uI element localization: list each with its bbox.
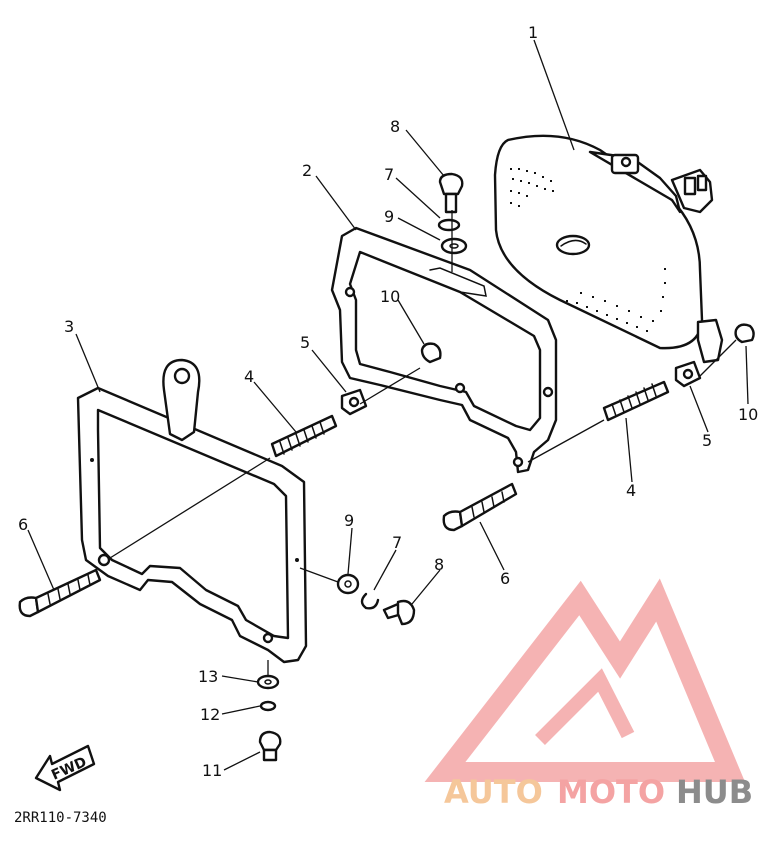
- callout-3: 3: [64, 317, 74, 336]
- spring-washer-lower: [360, 592, 380, 610]
- callout-12: 12: [200, 705, 220, 724]
- watermark-hub: HUB: [676, 773, 753, 811]
- callout-9-lower: 9: [344, 511, 354, 530]
- callout-4-left: 4: [244, 367, 254, 386]
- callout-7-lower: 7: [392, 533, 402, 552]
- flat-washer-lower: [336, 573, 360, 595]
- adjusting-spring-right: [602, 380, 670, 422]
- diagram-code: 2RR110-7340: [14, 810, 107, 826]
- spring-washer-top: [437, 218, 461, 232]
- callout-7-top: 7: [384, 165, 394, 184]
- callout-13: 13: [198, 667, 218, 686]
- adjusting-screw-right: [442, 482, 518, 532]
- forward-arrow: FWD: [34, 744, 96, 792]
- flat-washer-top: [440, 237, 468, 255]
- nut-left: [340, 388, 368, 416]
- lens-texture: [510, 168, 666, 332]
- callout-4-right: 4: [626, 481, 636, 500]
- screw-top: [438, 172, 464, 214]
- flat-washer-bottom: [256, 674, 280, 690]
- watermark-auto: AUTO: [444, 773, 543, 811]
- callout-8-top: 8: [390, 117, 400, 136]
- screw-bottom: [258, 730, 282, 762]
- callout-5-left: 5: [300, 333, 310, 352]
- callout-6-right: 6: [500, 569, 510, 588]
- grommet-right: [734, 323, 755, 344]
- callout-5-right: 5: [702, 431, 712, 450]
- callout-numbers: 1 2 3 4 4 5 5 6 6 7 7 8 8 9 9 10 10 11 1…: [18, 23, 758, 780]
- headlight-unit: [493, 134, 724, 364]
- spring-washer-bottom: [259, 700, 277, 712]
- headlight-frame: [76, 358, 308, 664]
- screw-lower: [382, 599, 416, 626]
- callout-1: 1: [528, 23, 538, 42]
- callout-8-lower: 8: [434, 555, 444, 574]
- callout-9-top: 9: [384, 207, 394, 226]
- callout-10-left: 10: [380, 287, 400, 306]
- callout-11: 11: [202, 761, 222, 780]
- callout-2: 2: [302, 161, 312, 180]
- automotohub-logo: [424, 578, 746, 782]
- adjusting-spring-left: [270, 414, 338, 458]
- callout-6-left: 6: [18, 515, 28, 534]
- callout-10-right: 10: [738, 405, 758, 424]
- nut-right: [674, 360, 702, 388]
- grommet-left: [420, 342, 442, 364]
- leader-lines: [27, 39, 749, 771]
- headlight-bracket: [330, 226, 558, 474]
- assembly-lines: [109, 210, 737, 676]
- adjusting-screw-left: [18, 568, 102, 618]
- watermark-moto: MOTO: [557, 773, 665, 811]
